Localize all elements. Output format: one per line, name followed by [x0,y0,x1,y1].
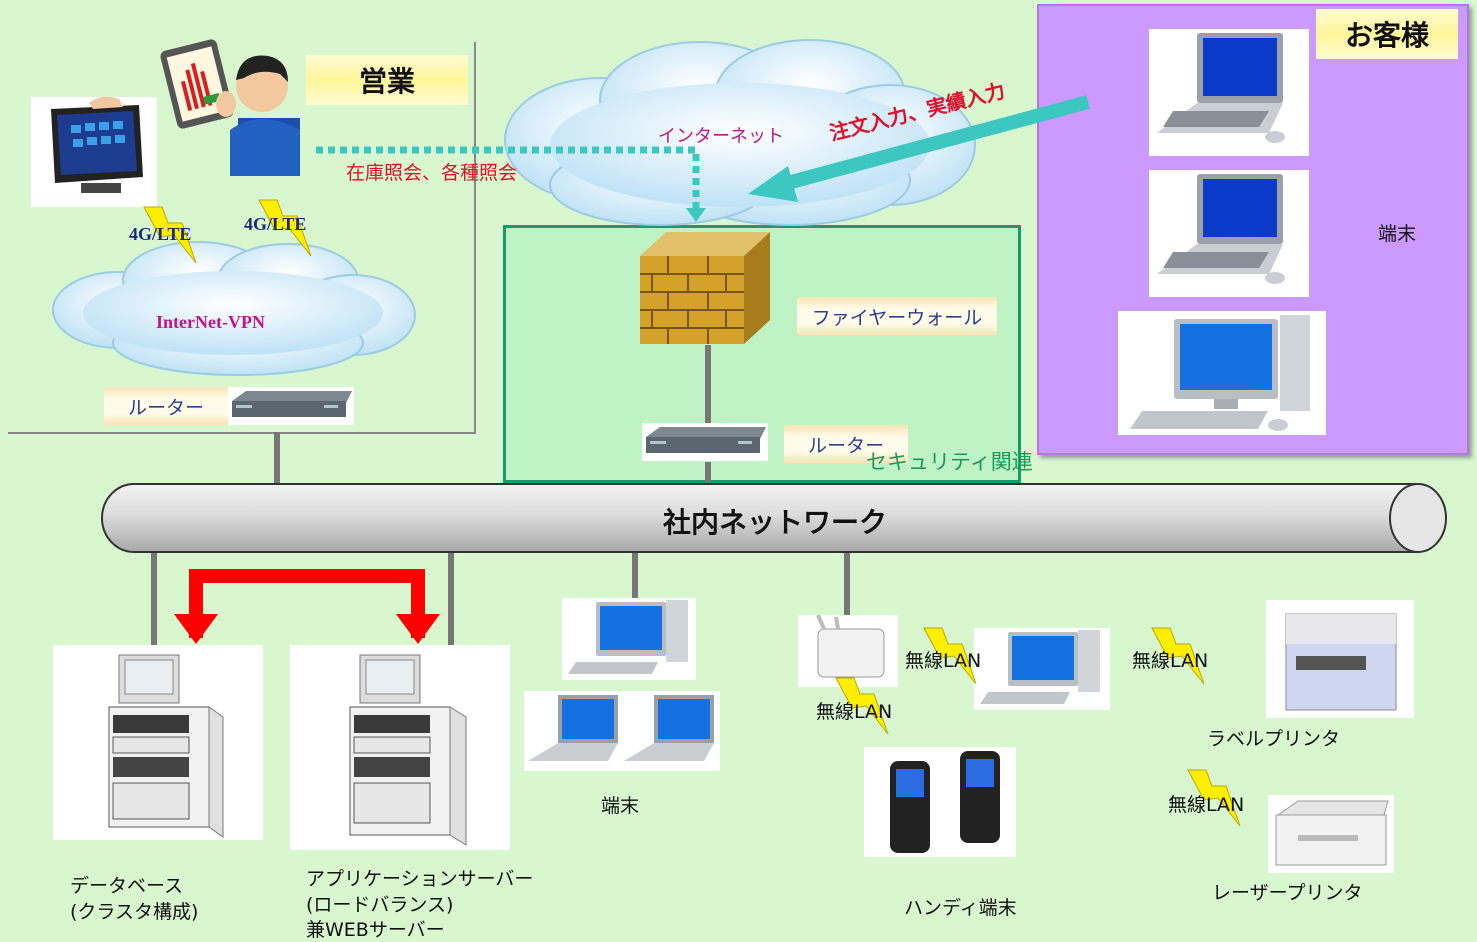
lte-label-1: 4G/LTE [129,224,192,244]
laptop-icon [1157,33,1285,143]
vpn-cloud [52,241,416,376]
label-printer-label: ラベルプリンタ [1207,728,1341,750]
laptop-icon-3 [528,695,714,761]
customer-desktop [1118,311,1326,435]
app-caption-1: アプリケーションサーバー [306,868,534,890]
access-point-icon [816,614,885,678]
customer-terminal-label: 端末 [1378,223,1417,245]
lightning-icon-5 [1151,627,1205,685]
server-rack-icon [108,654,224,838]
network-label: 社内ネットワーク [663,506,888,539]
desktop-pc-icon-2 [568,600,688,674]
lightning-icon-3 [923,627,977,685]
laser-printer-label: レーザープリンタ [1212,882,1363,904]
desktop-pc-icon [1130,315,1310,431]
lightning-icon-2 [258,199,312,257]
app-caption-2: (ロードバランス) [306,894,454,916]
salesperson-icon [160,39,300,176]
laptop-icon-2 [1157,174,1285,284]
wlan-label-1: 無線LAN [905,650,982,672]
order-arrow [748,95,1090,202]
laser-printer-icon [1275,800,1389,866]
network-pipe [101,483,1447,553]
wlan-label-3: 無線LAN [1132,650,1209,672]
lightning-icon-6 [1187,769,1241,827]
wireless-ap-image [798,614,898,687]
touch-pc-image [31,96,157,207]
salesperson-image [160,38,300,176]
wlan-label-2: 無線LAN [816,701,893,723]
app-server-image [290,645,510,850]
touch-monitor-icon [51,96,143,193]
internal-laptops [524,691,720,771]
firewall-label: ファイヤーウォール [797,297,997,335]
sales-title: 営業 [306,55,468,105]
lte-label-2: 4G/LTE [244,214,307,234]
database-server-image [53,645,263,840]
internal-terminal-label: 端末 [601,795,640,817]
customer-laptop-2 [1149,170,1309,297]
db-caption-2: (クラスタ構成) [70,901,199,923]
label-printer-icon [1285,613,1397,711]
router-icon-2 [646,427,766,453]
sales-panel [8,42,476,434]
firewall-icon [640,232,770,344]
db-caption-1: データベース [70,875,184,897]
customer-title: お客様 [1316,9,1458,59]
router-icon [232,391,352,417]
desktop-pc-icon-3 [980,630,1100,704]
sales-router-image [228,387,354,425]
server-rack-icon-2 [349,654,467,846]
customer-laptop-1 [1149,29,1309,156]
cluster-arrow [174,569,440,644]
security-group-label: セキュリティ関連 [866,450,1033,474]
sales-router-label: ルーター [104,387,228,425]
wlan-label-4: 無線LAN [1168,794,1245,816]
handheld-scanner-icon [890,751,1000,853]
vpn-label: InterNet-VPN [156,312,265,332]
internet-cloud [504,39,976,226]
lightning-icon-4 [835,677,889,735]
handy-label: ハンディ端末 [904,897,1017,919]
internet-label: インターネット [658,126,784,147]
wireless-desktop [974,628,1110,710]
app-caption-3: 兼WEBサーバー [306,919,445,941]
internal-desktop [562,598,696,680]
security-router-image [642,423,768,461]
inquiry-label: 在庫照会、各種照会 [346,162,518,184]
security-router-label: ルーター [784,425,908,463]
laser-printer-image [1268,795,1394,873]
lightning-icon-1 [143,206,197,264]
inquiry-arrow [316,146,706,222]
label-printer-image [1266,600,1414,718]
handy-terminals-image [864,747,1016,857]
